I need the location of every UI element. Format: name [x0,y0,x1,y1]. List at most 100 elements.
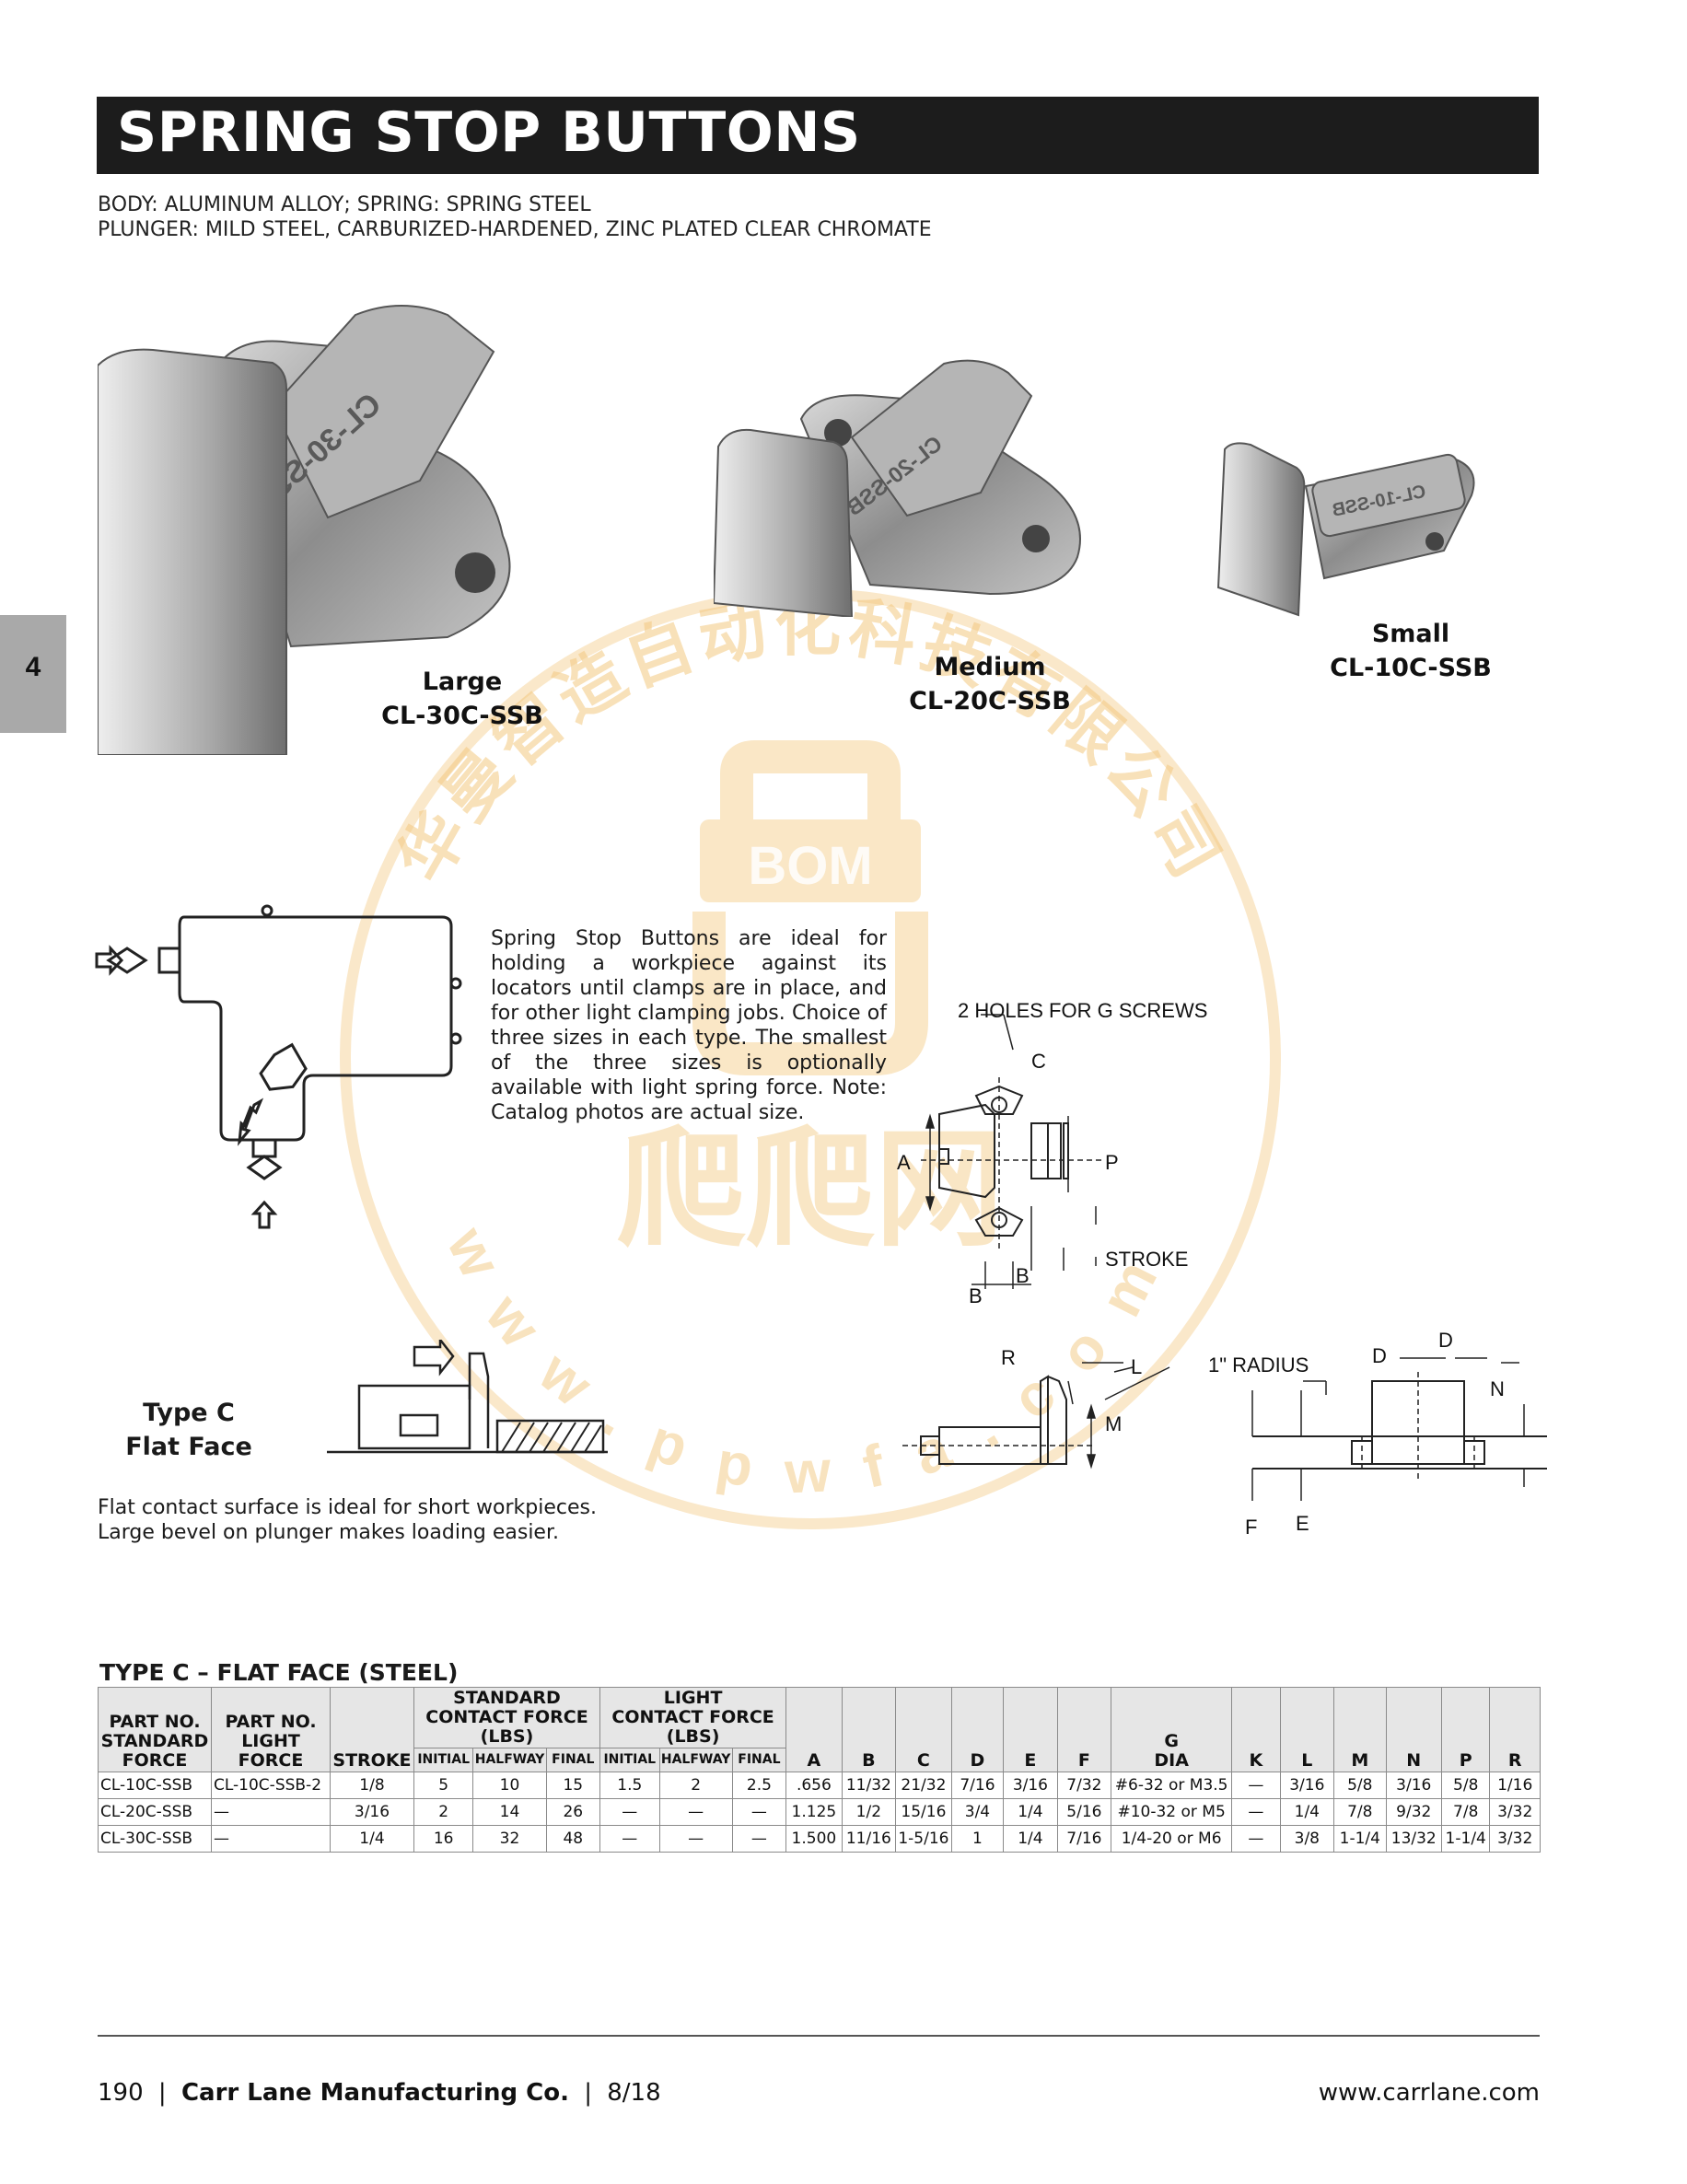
page-title: SPRING STOP BUTTONS [117,100,861,165]
table-cell: 26 [545,1798,601,1826]
footer-separator-1: | [157,2079,167,2107]
table-cell: 1-5/16 [895,1825,952,1853]
dim-b-label-left: B [969,1284,983,1307]
table-cell: 3/32 [1489,1798,1541,1826]
small-part-no: CL-10C-SSB [1330,654,1492,682]
company-name: Carr Lane Manufacturing Co. [180,2079,569,2107]
section-tab[interactable]: 4 [0,615,66,733]
table-cell: 3/8 [1279,1825,1335,1853]
header-std-final: FINAL [545,1748,601,1772]
table-cell: 7/8 [1333,1798,1387,1826]
medium-part-no: CL-20C-SSB [909,687,1071,715]
small-button-photo: CL-10-SSB [1216,442,1475,617]
website-link[interactable]: www.carrlane.com [1318,2079,1540,2107]
table-cell: 1-1/4 [1440,1825,1491,1853]
table-cell: 1/4 [1003,1825,1058,1853]
table-cell: 11/32 [841,1772,897,1799]
header-l: L [1279,1687,1335,1772]
dim-holes-label: 2 HOLES FOR G SCREWS [958,999,1207,1022]
table-cell: 1/4 [330,1825,414,1853]
table-cell: #10-32 or M5 [1111,1798,1233,1826]
dim-b-label-right: B [1016,1264,1030,1287]
table-cell: 1/16 [1489,1772,1541,1799]
table-cell: — [1231,1825,1281,1853]
table-cell: 9/32 [1385,1798,1443,1826]
table-cell: CL-30C-SSB [98,1825,212,1853]
dim-radius-label: 1" RADIUS [1208,1353,1309,1377]
table-cell: 13/32 [1385,1825,1443,1853]
type-c-label: Type C Flat Face [120,1396,258,1464]
table-cell: 7/16 [950,1772,1005,1799]
catalog-date: 8/18 [607,2079,661,2107]
header-m: M [1333,1687,1387,1772]
table-cell: 1/4 [1279,1798,1335,1826]
table-cell: 21/32 [895,1772,952,1799]
header-c: C [895,1687,952,1772]
dim-stroke-label: STROKE [1105,1248,1188,1271]
header-light-final: FINAL [731,1748,787,1772]
table-cell: — [658,1825,733,1853]
materials-line-2: PLUNGER: MILD STEEL, CARBURIZED-HARDENED… [98,218,932,241]
header-a: A [785,1687,843,1772]
section-tab-label: 4 [25,652,41,682]
medium-size: Medium [934,653,1046,681]
table-cell: 16 [413,1825,474,1853]
table-cell: CL-10C-SSB-2 [210,1772,332,1799]
dim-d-label-outer: D [1438,1329,1453,1352]
type-c-title: Type C [143,1399,235,1427]
header-b: B [841,1687,897,1772]
table-cell: 2 [413,1798,474,1826]
table-cell: 1/4 [1003,1798,1058,1826]
type-note-line-1: Flat contact surface is ideal for short … [98,1496,597,1519]
table-cell: 2 [658,1772,733,1799]
large-part-no: CL-30C-SSB [381,702,543,730]
dim-l-label: L [1131,1355,1142,1378]
table-cell: .656 [785,1772,843,1799]
header-std-halfway: HALFWAY [472,1748,547,1772]
large-label: Large CL-30C-SSB [370,665,554,733]
table-cell: — [210,1825,332,1853]
dim-r-label: R [1001,1346,1016,1369]
header-k: K [1231,1687,1281,1772]
medium-label: Medium CL-20C-SSB [898,650,1082,718]
table-cell: 1.5 [599,1772,660,1799]
table-cell: 1 [950,1825,1005,1853]
table-cell: — [210,1798,332,1826]
dimension-drawing: 2 HOLES FOR G SCREWS C A P STROKE B B L … [897,999,1547,1539]
table-cell: 3/4 [950,1798,1005,1826]
table-cell: — [599,1825,660,1853]
table-cell: 3/16 [1279,1772,1335,1799]
watermark-logo: BOM [748,836,872,896]
table-cell: 14 [472,1798,547,1826]
dim-f-label: F [1245,1516,1257,1539]
table-cell: 7/16 [1056,1825,1112,1853]
type-c-side-view [327,1340,608,1454]
small-label: Small CL-10C-SSB [1319,617,1503,685]
table-cell: — [599,1798,660,1826]
footer-left: 190 | Carr Lane Manufacturing Co. | 8/18 [98,2079,661,2107]
type-c-subtitle: Flat Face [125,1433,252,1461]
table-cell: 3/16 [330,1798,414,1826]
table-cell: 5/8 [1440,1772,1491,1799]
table-cell: CL-10C-SSB [98,1772,212,1799]
footer-separator-2: | [584,2079,592,2107]
table-cell: — [1231,1798,1281,1826]
header-p: P [1440,1687,1491,1772]
table-cell: 11/16 [841,1825,897,1853]
table-cell: 1.500 [785,1825,843,1853]
header-d: D [950,1687,1005,1772]
table-cell: 7/32 [1056,1772,1112,1799]
table-cell: 32 [472,1825,547,1853]
table-title: TYPE C – FLAT FACE (STEEL) [99,1659,459,1686]
table-cell: — [658,1798,733,1826]
dim-p-label: P [1105,1151,1119,1174]
